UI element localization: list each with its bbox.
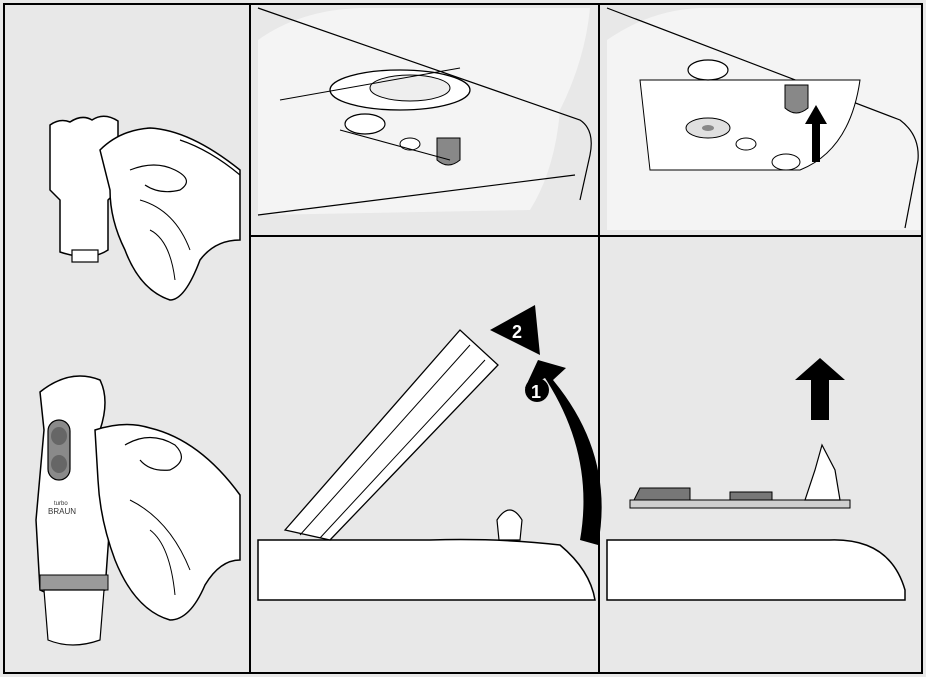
blender-shaft [50,116,118,256]
bread-maker-body [258,540,595,600]
valve-knob [437,138,460,165]
step-2-label: 2 [512,322,522,342]
brand-label: BRAUN [48,507,76,516]
gasket-piece [634,488,690,500]
step-1-label: 1 [531,382,541,402]
panel-top-lid [258,8,591,215]
panel-top-gasket [607,8,920,230]
knob [497,510,522,540]
bread-maker-body-2 [607,540,905,600]
